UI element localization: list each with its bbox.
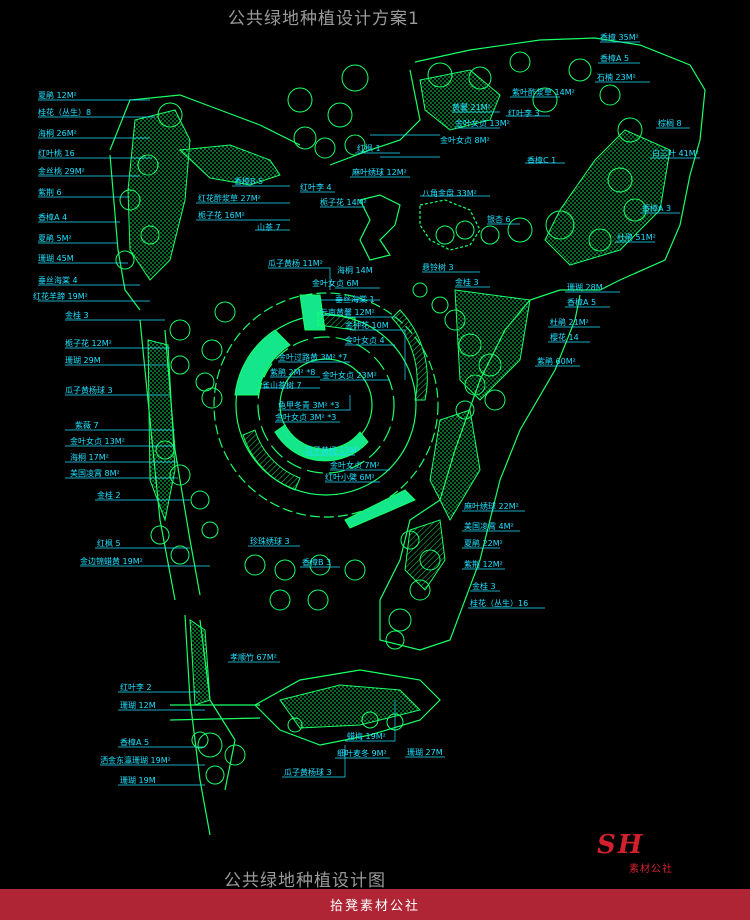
plant-label: 珊瑚 27M: [407, 748, 443, 757]
logo-subtitle: 素材公社: [629, 864, 673, 875]
plant-label: 白三叶 41M²: [652, 149, 699, 158]
plant-label: 珍珠绣球 3: [250, 537, 290, 546]
plant-label: 金丝桃 29M²: [38, 167, 85, 176]
plant-label: 栀子花 12M²: [65, 339, 112, 348]
plant-label: 金桂 3: [472, 582, 496, 591]
plant-label: 香樟C 1: [527, 156, 557, 165]
plant-label: 八角金盘 33M²: [422, 189, 477, 198]
plant-label: 紫鹃 2M² *8: [270, 368, 316, 377]
plant-label: 桂花（丛生）16: [470, 599, 529, 608]
footer-bar: 拾凳素材公社: [0, 889, 750, 920]
plant-label: 金叶女贞 23M²: [322, 371, 377, 380]
plant-label: 麻叶绣球 12M²: [352, 168, 407, 177]
plant-label: 麻叶绣球 22M²: [464, 502, 519, 511]
plant-label: 金叶女贞 13M²: [455, 119, 510, 128]
plant-label: 瓜子黄杨球 3: [65, 386, 113, 395]
plant-label: 红叶小檗 6M²: [325, 473, 375, 482]
plant-label: 香樟B 3: [302, 558, 332, 567]
sh-logo: SH 素材公社: [595, 830, 685, 875]
plant-label: 银杏 6: [487, 215, 511, 224]
plant-label: 瓜子黄杨 11M²: [268, 259, 323, 268]
plant-label: 香樟 35M²: [600, 33, 639, 42]
plant-label: 紫鹃 60M²: [537, 357, 576, 366]
plant-label: 红叶李 4: [300, 183, 332, 192]
plan-title-bottom: 公共绿地种植设计图: [224, 871, 386, 891]
plant-label: 瓜子黄杨球 3: [284, 768, 332, 777]
plant-label: 金叶女贞 13M²: [70, 437, 125, 446]
plant-label: 金钟花 10M: [345, 321, 389, 330]
plant-label: 香樟A 4: [38, 213, 68, 222]
plant-label: 金叶女贞 8M²: [440, 136, 490, 145]
plant-label: 红枫 1: [357, 144, 381, 153]
plant-label: 龟甲冬青 3M² *3: [278, 401, 340, 410]
plant-label: 紫荆 6: [38, 188, 62, 197]
plant-label: 金叶过路黄 3M² *7: [278, 353, 348, 362]
plant-label: 石楠 23M²: [597, 73, 636, 82]
plant-label: 金桂 2: [97, 491, 121, 500]
plant-label: 海桐 17M²: [70, 453, 109, 462]
plant-label: 珊瑚 29M: [65, 356, 101, 365]
plant-label: 美国凌霄 8M²: [70, 469, 120, 478]
plant-label: 紫叶酢浆草 14M²: [512, 88, 575, 97]
plant-label: 香樟A 5: [120, 738, 150, 747]
plant-label: 山茶 7: [257, 223, 281, 232]
plant-label: 香樟A 5: [567, 298, 597, 307]
plant-label: 黄馨 21M²: [452, 103, 491, 112]
plant-label: 金叶女贞 4: [345, 336, 385, 345]
plant-label: 珊瑚 19M: [120, 776, 156, 785]
plant-label: 悬铃树 3: [422, 263, 454, 272]
plant-label: 香樟A 5: [600, 54, 630, 63]
plant-label: 金桂 3: [65, 311, 89, 320]
plant-label: 海桐 26M²: [38, 129, 77, 138]
plant-label: 桂花（丛生）8: [38, 108, 92, 117]
plant-label: 红枫 5: [97, 539, 121, 548]
plant-label: 紫荆 12M²: [464, 560, 503, 569]
plan-title-top: 公共绿地种植设计方案1: [228, 9, 420, 29]
plant-label: 栀子花 16M²: [198, 211, 245, 220]
plant-label: 杜鹃 51M²: [617, 233, 656, 242]
plant-label: 垂丝海棠 1: [335, 295, 375, 304]
plant-label: 海桐 14M: [337, 266, 373, 275]
planting-plan-drawing: [38, 37, 706, 836]
logo-mark: SH: [597, 830, 645, 860]
plant-label: 孝顺竹 67M²: [230, 653, 277, 662]
plant-label: 红叶李 3: [508, 109, 540, 118]
plant-label: 金叶女贞 7M²: [330, 461, 380, 470]
plant-label: 雀山茶树 7: [262, 381, 302, 390]
plant-label: 香樟B 5: [234, 177, 264, 186]
plant-label: 云南黄馨 12M²: [320, 308, 375, 317]
plant-label: 棕榈 8: [658, 119, 682, 128]
plant-label: 珊瑚 12M: [120, 701, 156, 710]
plant-label: 夏鹃 5M²: [38, 234, 72, 243]
plant-label: 红叶李 2: [120, 683, 152, 692]
plant-label: 金叶女贞 3M² *3: [275, 413, 337, 422]
plant-label: 红花酢浆草 27M²: [198, 194, 261, 203]
plant-label: 蜡梅 19M²: [347, 732, 386, 741]
plant-label: 红花羊蹄 19M²: [33, 292, 88, 301]
plant-label: 金桂 3: [455, 278, 479, 287]
plant-label: 紫薇 7: [75, 421, 99, 430]
plant-label: 红叶桃 16: [38, 149, 75, 158]
plant-label: 洒金东瀛珊瑚 19M²: [100, 756, 171, 765]
footer-text: 拾凳素材公社: [329, 899, 420, 914]
plant-label: 美国凌霄 4M²: [464, 522, 514, 531]
plant-label: 细叶麦冬 9M²: [337, 749, 387, 758]
plant-label: 珊瑚 45M: [38, 254, 74, 263]
plant-label: 樱花 14: [550, 333, 579, 342]
plant-label: 夏鹃 22M²: [464, 539, 503, 548]
plant-label: 珊瑚 28M: [567, 283, 603, 292]
plant-label: 香樟A 3: [642, 204, 672, 213]
plant-label: 金叶女贞 6M: [312, 279, 359, 288]
plant-label: 栀子花 14M²: [320, 198, 367, 207]
plant-label: 夏鹃 12M²: [38, 91, 77, 100]
plant-label: 垂丝海棠 4: [38, 276, 78, 285]
plant-label: 瓜子黄杨 12M²: [305, 446, 360, 455]
plant-label: 杜鹃 21M²: [550, 318, 589, 327]
plant-label: 金边锦蜡黄 19M²: [80, 557, 143, 566]
